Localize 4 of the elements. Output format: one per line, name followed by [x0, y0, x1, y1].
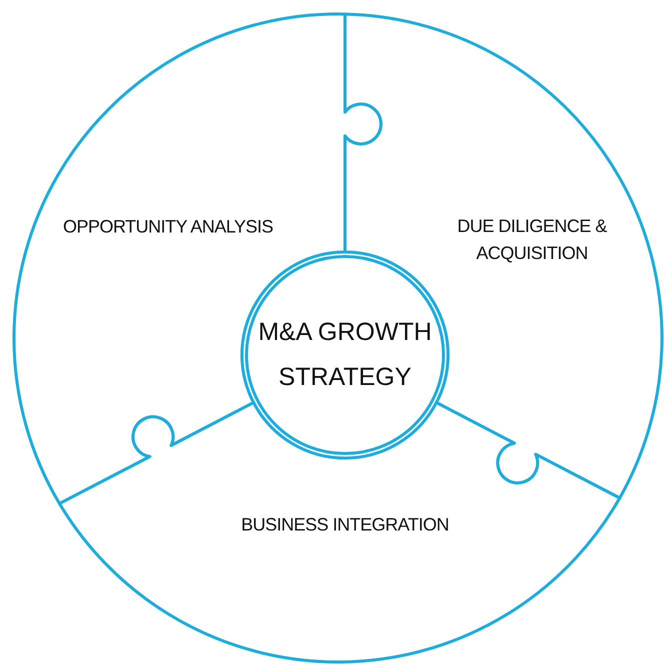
segment-label: OPPORTUNITY ANALYSIS — [62, 216, 274, 238]
segment-label: BUSINESS INTEGRATION — [240, 514, 450, 536]
center-title: M&A GROWTH STRATEGY — [257, 317, 433, 393]
segment-label: DUE DILIGENCE & ACQUISITION — [456, 215, 608, 265]
